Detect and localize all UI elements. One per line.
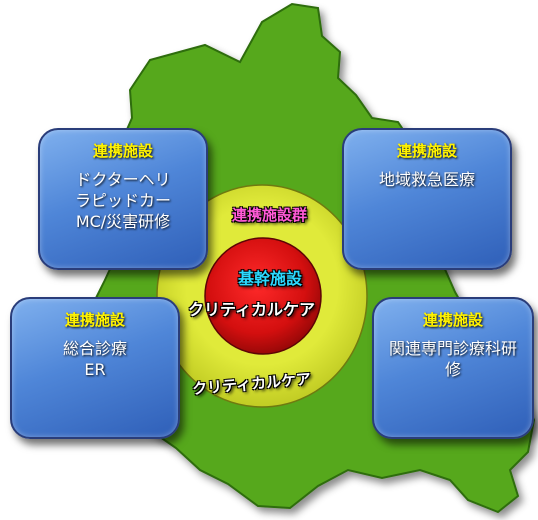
box-body: 総合診療 ER	[62, 339, 127, 379]
core-subtitle: クリティカルケア	[188, 300, 316, 319]
group-label: 連携施設群	[232, 206, 308, 224]
facility-box-bottom-left: 連携施設 総合診療 ER	[10, 297, 180, 439]
inner-core	[204, 237, 322, 355]
core-title: 基幹施設	[238, 269, 303, 288]
box-header: 連携施設	[64, 311, 125, 329]
facility-box-top-left: 連携施設 ドクターヘリ ラピッドカー MC/災害研修	[38, 128, 208, 270]
box-header: 連携施設	[422, 311, 483, 329]
box-body: 関連専門診療科研 修	[388, 339, 517, 379]
box-body: 地域救急医療	[378, 170, 475, 189]
facility-box-bottom-right: 連携施設 関連専門診療科研 修	[372, 297, 534, 439]
box-body: ドクターヘリ ラピッドカー MC/災害研修	[74, 170, 171, 231]
box-header: 連携施設	[92, 142, 153, 160]
box-header: 連携施設	[396, 142, 457, 160]
facility-box-top-right: 連携施設 地域救急医療	[342, 128, 512, 270]
